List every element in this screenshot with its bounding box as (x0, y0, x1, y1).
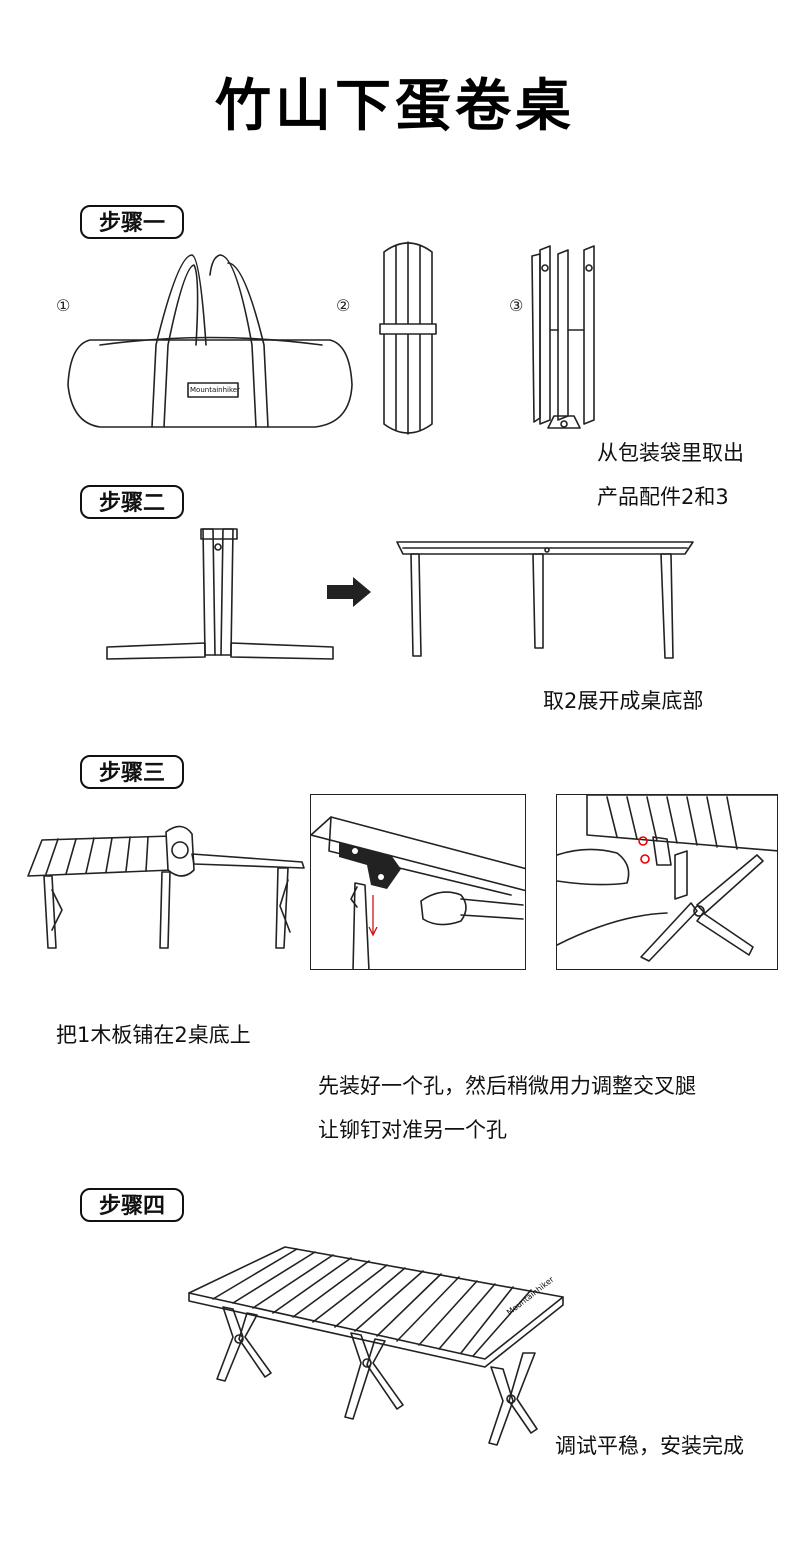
step-3-caption-line-2: 先装好一个孔，然后稍微用力调整交叉腿 (318, 1074, 696, 1098)
assembled-table-illustration (188, 1246, 564, 1446)
item-number-1: ① (56, 296, 71, 315)
folded-frame-illustration (531, 245, 595, 429)
step-3-caption-line-3: 让铆钉对准另一个孔 (318, 1118, 507, 1142)
rivet-detail-photo (310, 794, 526, 970)
step-1-caption-line-2: 产品配件2和3 (597, 485, 729, 509)
crossleg-detail-photo (556, 794, 778, 970)
step-4-caption: 调试平稳，安装完成 (555, 1434, 744, 1458)
page-title: 竹山下蛋卷桌 (215, 74, 575, 139)
tabletop-rolling-illustration (27, 825, 305, 949)
step-3-caption-line-1: 把1木板铺在2桌底上 (56, 1023, 251, 1047)
item-number-3: ③ (509, 296, 524, 315)
carry-bag-illustration (67, 254, 353, 428)
unfolded-base-illustration (396, 541, 694, 659)
step-3-badge: 步骤三 (80, 755, 184, 789)
folded-base-illustration (106, 528, 334, 660)
rolled-tabletop-illustration (379, 241, 437, 435)
step-1-badge: 步骤一 (80, 205, 184, 239)
item-number-2: ② (336, 296, 351, 315)
bag-brand-label: Mountainhiker (190, 386, 240, 394)
step-2-badge: 步骤二 (80, 485, 184, 519)
step-4-badge: 步骤四 (80, 1188, 184, 1222)
step-1-caption-line-1: 从包装袋里取出 (597, 441, 744, 465)
step-2-caption: 取2展开成桌底部 (543, 689, 704, 713)
right-arrow-icon (327, 577, 371, 607)
